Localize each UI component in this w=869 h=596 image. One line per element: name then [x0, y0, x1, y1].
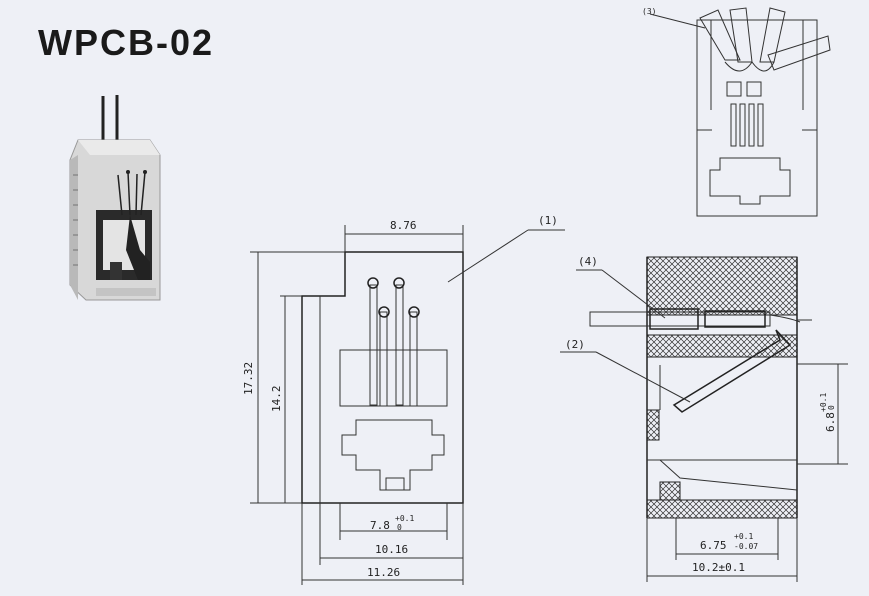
dim-width-overall: 11.26 [367, 566, 400, 579]
dim-top-width: 8.76 [390, 219, 417, 232]
dim-side-height-tol-upper: +0.1 [819, 393, 828, 412]
dim-side-inner-tol-lower: -0.07 [734, 542, 758, 551]
page-title: WPCB-02 [38, 22, 215, 63]
front-view: 8.76 17.32 14.2 7.8 +0.1 0 10.16 11.26 (… [242, 214, 565, 585]
dim-bottom-inner: 7.8 [370, 519, 390, 532]
top-view: (3) [642, 7, 831, 217]
callout-1: (1) [538, 214, 558, 227]
product-photo [69, 95, 161, 301]
dim-width-mid: 10.16 [375, 543, 408, 556]
dim-side-inner-tol-upper: +0.1 [734, 532, 753, 541]
dim-overall-height: 17.32 [242, 362, 255, 395]
side-view: (4) (2) 6.8 +0.1 0 6.75 +0.1 -0.07 10.2±… [560, 255, 848, 582]
callout-3: (3) [642, 7, 656, 16]
dim-side-height: 6.8 [824, 412, 837, 432]
dim-side-height-tol-lower: 0 [827, 405, 836, 410]
dim-side-overall: 10.2±0.1 [692, 561, 745, 574]
dim-bottom-tol-lower: 0 [397, 523, 402, 532]
dim-bottom-tol-upper: +0.1 [395, 514, 414, 523]
dim-inner-height: 14.2 [270, 386, 283, 413]
dim-side-inner: 6.75 [700, 539, 727, 552]
callout-4: (4) [578, 255, 598, 268]
callout-2: (2) [565, 338, 585, 351]
